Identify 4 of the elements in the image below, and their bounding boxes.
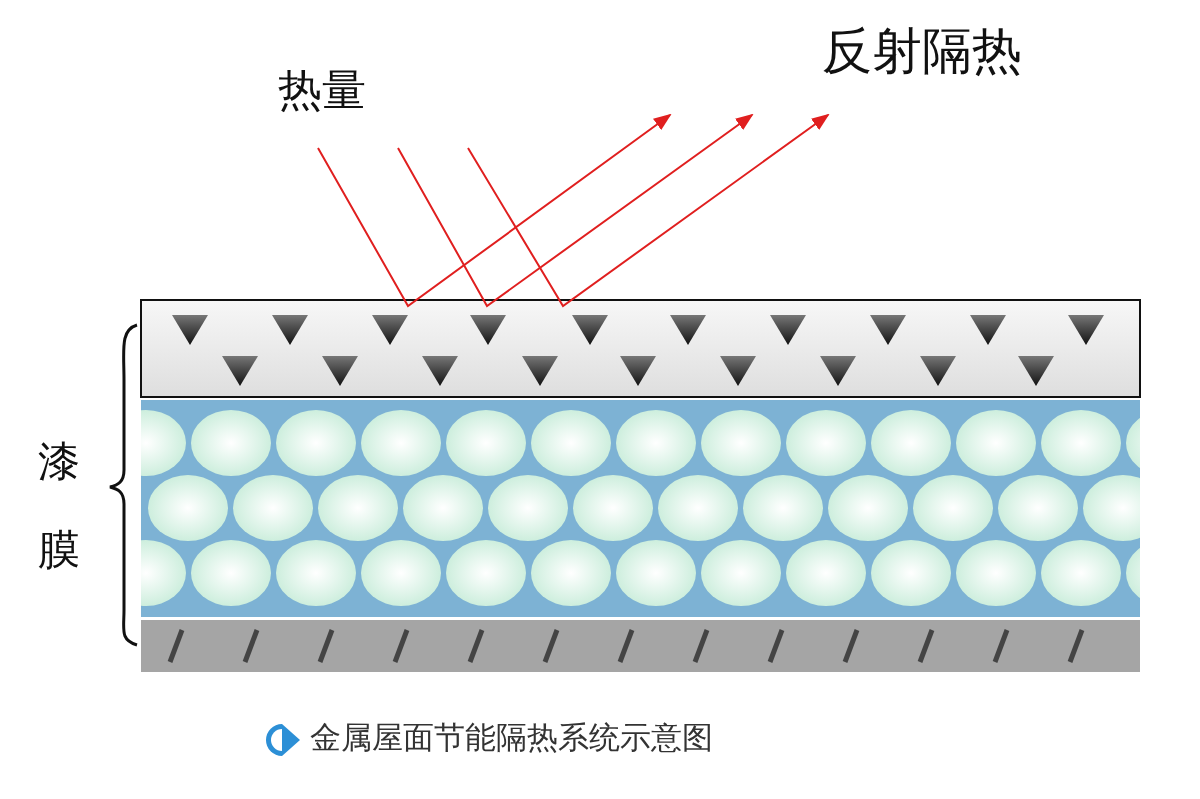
heat-label: 热量 bbox=[278, 68, 366, 112]
caption: 金属屋面节能隔热系统示意图 bbox=[310, 722, 713, 753]
coating-label: 漆膜 bbox=[38, 436, 81, 576]
reflection-label: 反射隔热 bbox=[822, 26, 1022, 76]
